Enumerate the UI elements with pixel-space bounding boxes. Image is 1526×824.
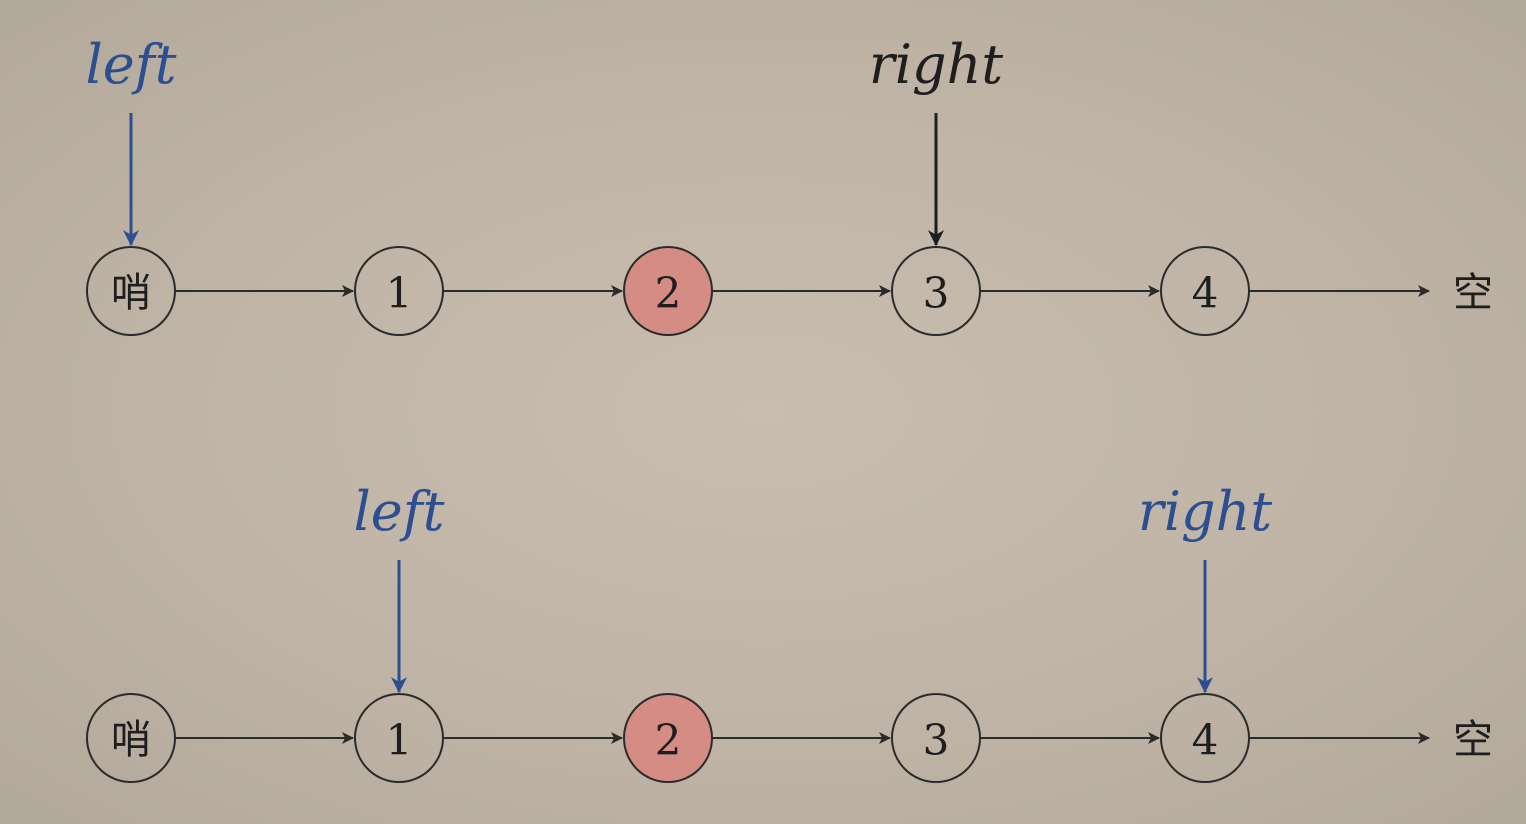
highlighted-node-circle	[623, 693, 713, 783]
node-label: 4	[1192, 269, 1219, 318]
node-circle	[891, 693, 981, 783]
node-label: 2	[655, 716, 682, 765]
list-node: 2	[623, 693, 713, 783]
node-circle	[1160, 246, 1250, 336]
node-label: 3	[923, 716, 950, 765]
highlighted-node-circle	[623, 246, 713, 336]
list-node: 3	[891, 246, 981, 336]
list-row-2: 哨 1 2 3 4 空 left right	[86, 480, 1493, 783]
list-node: 4	[1160, 246, 1250, 336]
null-label: 空	[1453, 717, 1493, 763]
node-circle	[891, 246, 981, 336]
list-node: 哨	[86, 246, 176, 336]
list-row-1: 哨 1 2 3 4 空 left right	[86, 33, 1493, 336]
pointer-label-right: right	[1138, 480, 1272, 543]
list-node: 2	[623, 246, 713, 336]
pointer-label-left: left	[86, 33, 177, 96]
list-node: 哨	[86, 693, 176, 783]
list-node: 1	[354, 246, 444, 336]
pointer-label-right: right	[869, 33, 1003, 96]
node-label: 1	[386, 269, 413, 318]
node-circle	[354, 246, 444, 336]
node-label: 4	[1192, 716, 1219, 765]
node-label: 哨	[111, 717, 151, 763]
list-node: 3	[891, 693, 981, 783]
pointer-left: left	[86, 33, 177, 247]
node-circle	[1160, 693, 1250, 783]
node-circle	[86, 246, 176, 336]
pointer-label-left: left	[354, 480, 445, 543]
pointer-right: right	[869, 33, 1003, 247]
pointer-right: right	[1138, 480, 1272, 694]
null-label: 空	[1453, 270, 1493, 316]
node-label: 1	[386, 716, 413, 765]
node-label: 2	[655, 269, 682, 318]
list-node: 4	[1160, 693, 1250, 783]
rows-layer: 哨 1 2 3 4 空 left right 哨 1 2 3 4 空 left right	[86, 33, 1493, 783]
pointer-left: left	[354, 480, 445, 694]
node-circle	[86, 693, 176, 783]
list-node: 1	[354, 693, 444, 783]
node-circle	[354, 693, 444, 783]
node-label: 3	[923, 269, 950, 318]
node-label: 哨	[111, 270, 151, 316]
